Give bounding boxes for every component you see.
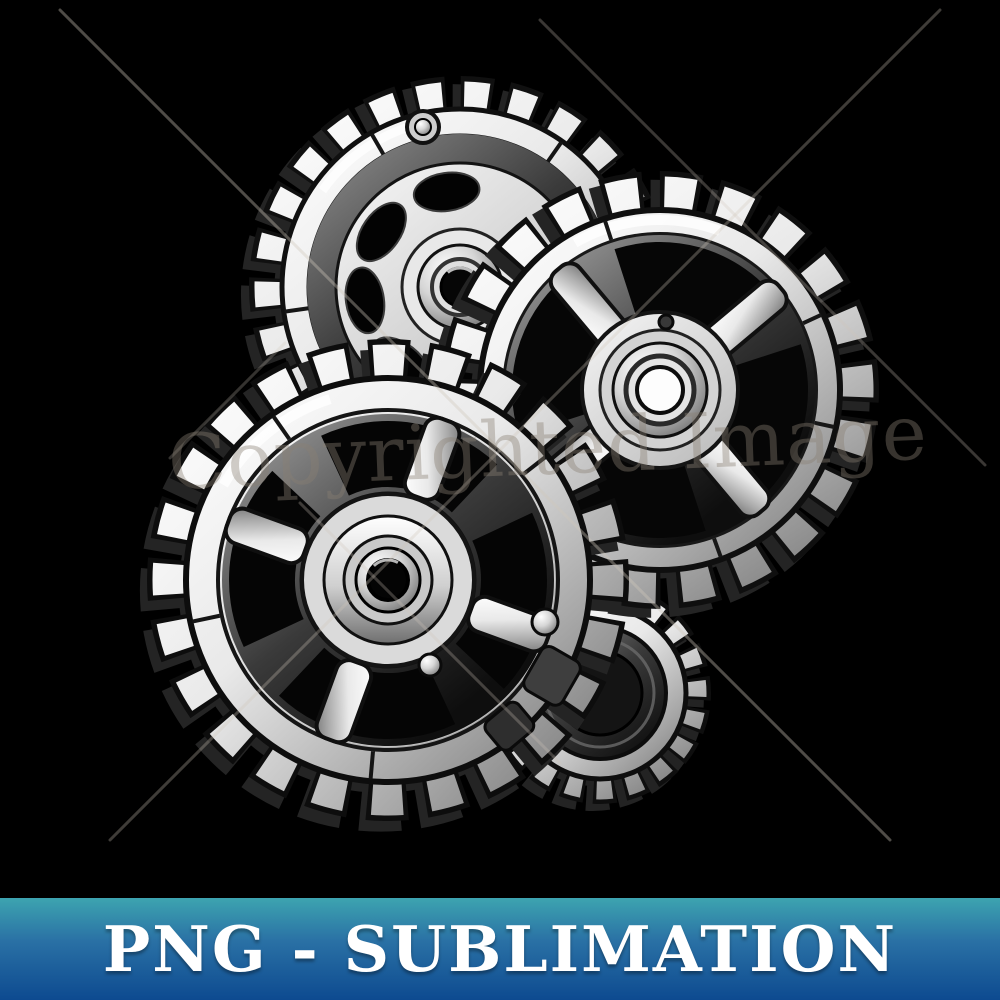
gear-bottom-left-hub (300, 492, 476, 668)
gear-bottom-left-spokes (223, 415, 553, 745)
banner: PNG - SUBLIMATION (0, 898, 1000, 1000)
gear-top-left-rivet (405, 109, 441, 145)
gear-bottom-left-rivets (417, 607, 560, 678)
gear-right-hub (580, 310, 740, 470)
gears-illustration (58, 8, 987, 842)
gear-bottom-left (139, 339, 629, 832)
artwork-area: Copyrighted Image (58, 8, 987, 842)
gear-bottom-left-clamps (483, 645, 582, 752)
watermark-cross-lines (58, 8, 987, 842)
banner-text: PNG - SUBLIMATION (102, 912, 898, 986)
